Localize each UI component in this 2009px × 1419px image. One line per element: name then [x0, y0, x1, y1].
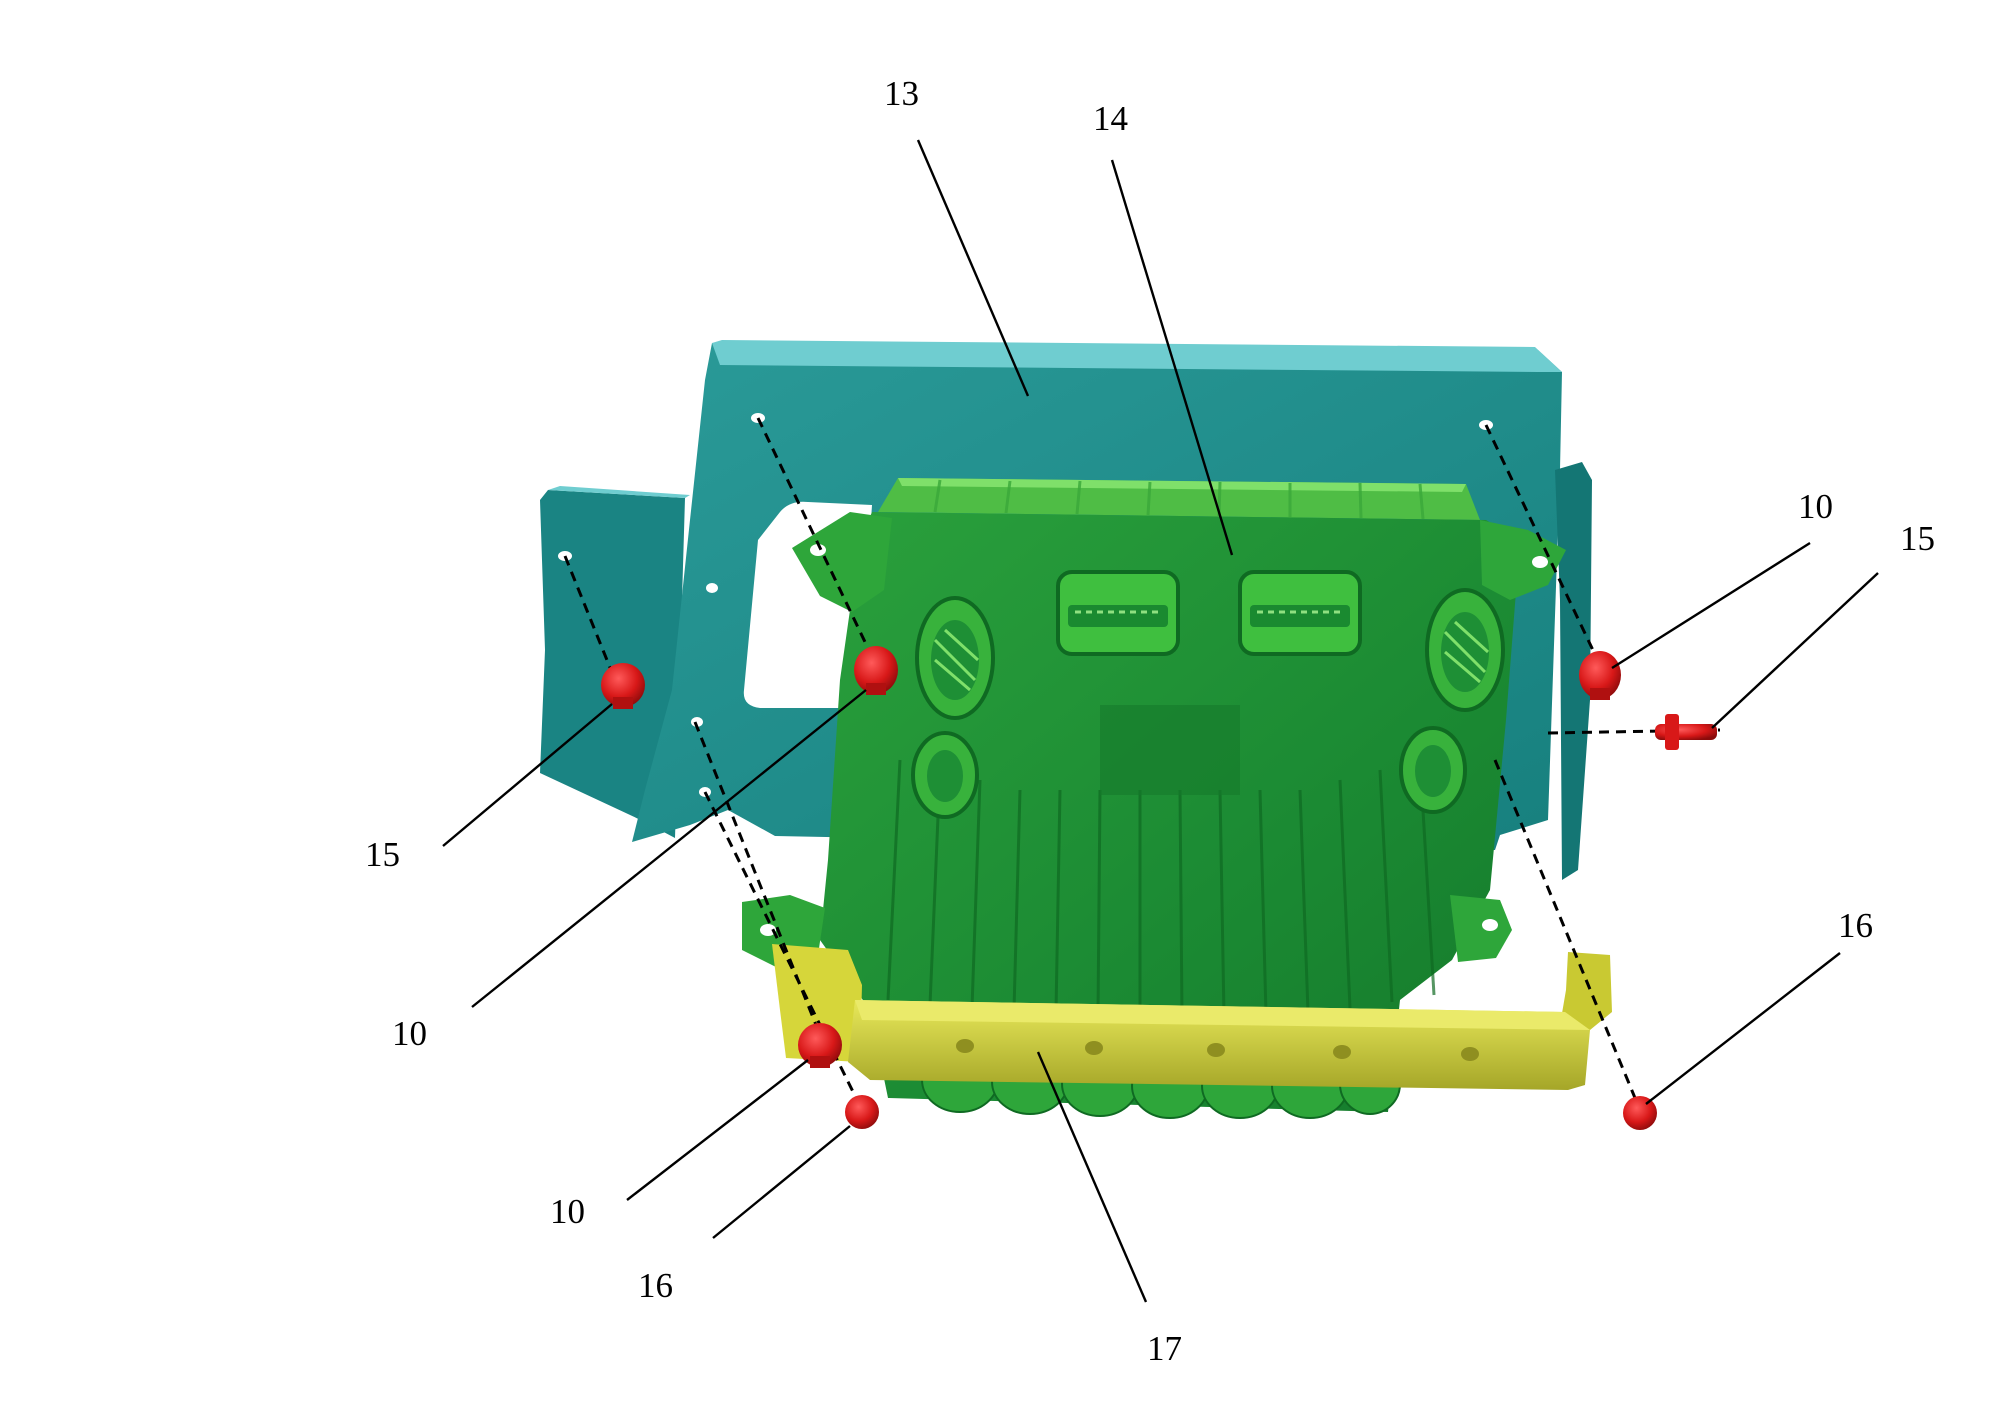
small-connector-right — [1399, 726, 1467, 814]
callout-10-lower-left: 10 — [550, 1192, 585, 1231]
nut-16-lower-left — [845, 1095, 879, 1129]
housing-ear-top-left — [792, 512, 892, 612]
controller-housing — [742, 478, 1566, 1119]
bolt-10-upper-left — [854, 646, 898, 695]
callout-10-upper-right: 10 — [1798, 487, 1833, 526]
callout-16-left: 16 — [638, 1266, 673, 1305]
bolt-10-upper-right — [1579, 651, 1621, 700]
housing-ear-top-right — [1480, 520, 1566, 600]
housing-ear-bottom-right — [1450, 895, 1512, 962]
rect-connector-center-right — [1238, 570, 1362, 656]
fasteners — [601, 646, 1717, 1130]
callout-16-right: 16 — [1838, 906, 1873, 945]
bracket-left-flange — [540, 490, 685, 838]
strap-right-arm — [1560, 952, 1612, 1030]
callout-10-upper-left: 10 — [392, 1014, 427, 1053]
strap-left-arm — [772, 944, 862, 1062]
bolt-15-left — [601, 663, 645, 709]
retaining-strap — [772, 944, 1612, 1090]
rect-connector-center-left — [1056, 570, 1180, 656]
bolt-10-lower-left — [798, 1023, 842, 1068]
callout-15-right: 15 — [1900, 519, 1935, 558]
leader-lines — [442, 139, 1879, 1303]
callout-14: 14 — [1093, 99, 1128, 138]
callout-13: 13 — [884, 74, 919, 113]
round-connector-left — [915, 596, 995, 720]
nut-16-lower-right — [1623, 1096, 1657, 1130]
callout-labels: 13 14 10 15 15 10 16 10 16 17 — [365, 74, 1935, 1368]
cooling-fins — [886, 759, 1436, 1017]
pin-15-right — [1655, 714, 1717, 750]
round-connector-right — [1425, 588, 1505, 712]
strap-holes — [956, 1039, 1479, 1061]
callout-15-left: 15 — [365, 835, 400, 874]
small-connector-left — [911, 731, 979, 819]
callout-17: 17 — [1147, 1329, 1182, 1368]
bracket-right-flange — [1555, 462, 1592, 880]
controller-body — [820, 512, 1520, 1112]
